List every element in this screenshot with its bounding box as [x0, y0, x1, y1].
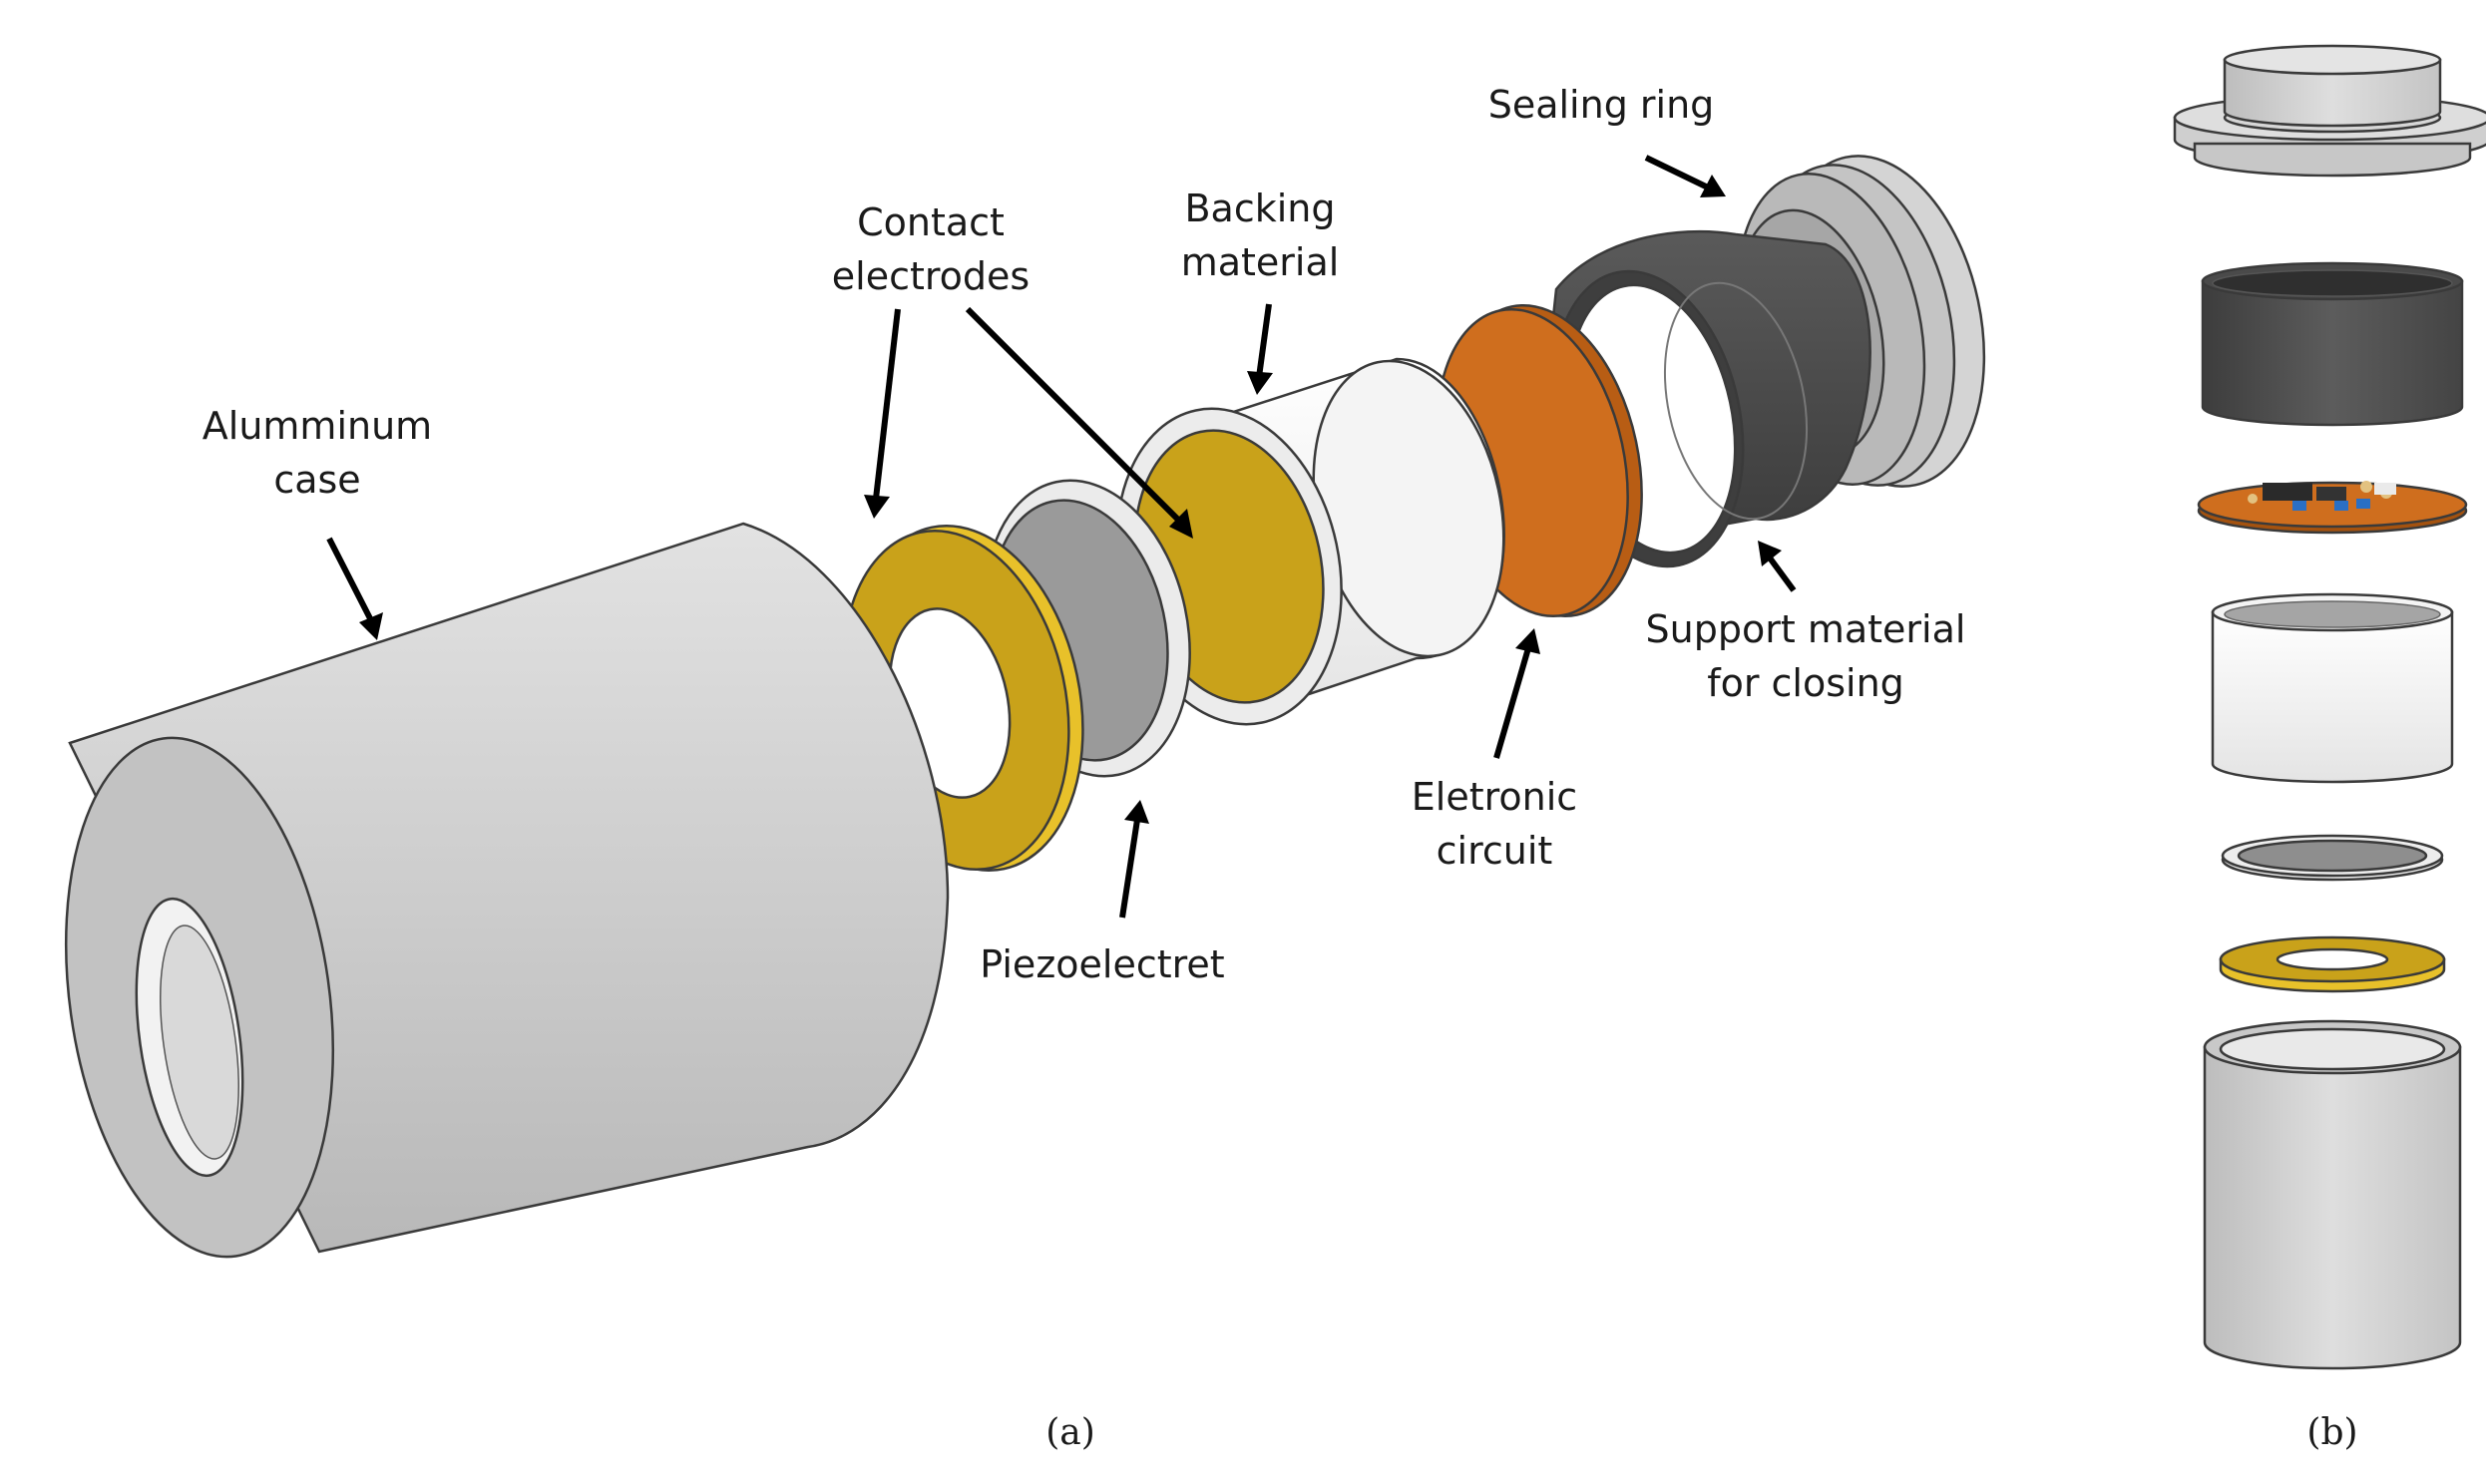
label-aluminum-case-line1: Alumminum: [203, 404, 432, 448]
caption-a: (a): [1045, 1412, 1095, 1453]
assembly-stack: [2173, 44, 2486, 1370]
aluminum-case-cylinder: [64, 522, 950, 1259]
label-sealing-ring: Sealing ring: [1488, 83, 1715, 127]
label-electronic-circuit: Eletronic circuit: [1412, 775, 1577, 873]
stack-contact-electrode: [2219, 935, 2446, 993]
label-aluminum-case-line2: case: [273, 458, 360, 502]
label-aluminum-case: Alumminum case: [203, 404, 432, 502]
label-support-material-line1: Support material: [1646, 607, 1966, 651]
arrow-support-material: [1758, 541, 1797, 592]
label-support-material-line2: for closing: [1707, 661, 1904, 705]
label-backing-material: Backing material: [1181, 186, 1340, 284]
label-backing-material-line2: material: [1181, 240, 1340, 284]
label-support-material: Support material for closing: [1646, 607, 1966, 705]
label-electronic-circuit-line1: Eletronic: [1412, 775, 1577, 819]
label-contact-electrodes-line1: Contact: [857, 200, 1005, 244]
arrow-piezoelectret: [1119, 800, 1149, 919]
stack-support-material: [2201, 261, 2464, 427]
label-electronic-circuit-line2: circuit: [1437, 829, 1553, 873]
stack-sealing-ring: [2173, 44, 2486, 178]
stack-aluminum-case: [2203, 1019, 2462, 1370]
label-piezoelectret: Piezoelectret: [980, 942, 1224, 986]
label-contact-electrodes-line2: electrodes: [832, 254, 1030, 298]
arrow-sealing-ring: [1644, 155, 1726, 197]
label-backing-material-line1: Backing: [1184, 186, 1335, 230]
arrow-electronic-circuit: [1493, 628, 1540, 759]
arrow-contact-electrode-2: [965, 306, 1193, 539]
caption-b: (b): [2306, 1412, 2357, 1453]
stack-backing-material: [2211, 592, 2454, 784]
arrow-backing-material: [1247, 303, 1273, 395]
chip-icon: [2263, 483, 2312, 501]
label-contact-electrodes: Contact electrodes: [832, 200, 1030, 298]
stack-piezoelectret: [2221, 834, 2444, 882]
arrow-contact-electrode-1: [864, 308, 901, 519]
arrows: [326, 155, 1797, 919]
arrow-aluminum-case: [326, 537, 383, 640]
stack-electronic-circuit: [2197, 481, 2468, 535]
